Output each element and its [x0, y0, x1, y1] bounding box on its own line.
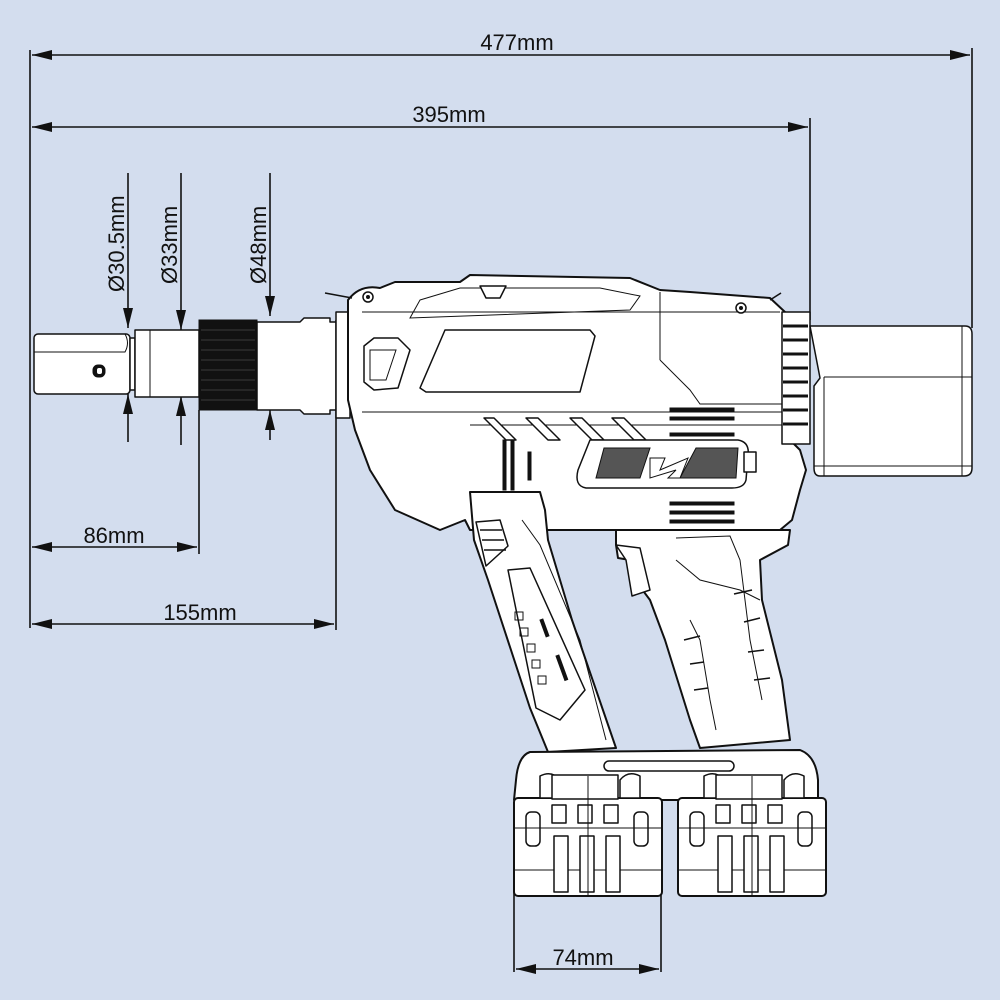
trigger: [615, 544, 651, 597]
nose-housing: [256, 311, 351, 419]
dimension-label-155: 155mm: [163, 600, 236, 625]
front-grip-guard: [469, 491, 617, 753]
dimension-anvil-length: 86mm: [32, 410, 200, 554]
dimension-overall-length: 477mm: [29, 30, 973, 628]
dimension-anvil-diameter: Ø30.5mm: [104, 173, 133, 442]
side-label-panel: [419, 329, 596, 393]
dimension-battery-width: 74mm: [513, 890, 662, 974]
dimension-shaft-diameter: Ø33mm: [157, 173, 186, 445]
dimension-label-30-5: Ø30.5mm: [104, 195, 129, 292]
dimension-body-length: 395mm: [32, 102, 811, 320]
knurled-collar: [198, 319, 258, 411]
dimension-label-395: 395mm: [412, 102, 485, 127]
battery-pack-left: [513, 773, 663, 897]
dimension-label-33: Ø33mm: [157, 206, 182, 284]
rear-cap: [781, 311, 973, 477]
dimension-label-48: Ø48mm: [246, 206, 271, 284]
dimension-label-477: 477mm: [480, 30, 553, 55]
square-drive-anvil: [33, 329, 200, 398]
main-handle: [615, 529, 791, 749]
dimension-nose-length: 155mm: [32, 320, 337, 630]
rear-housing-block: [809, 325, 973, 477]
dimension-collar-diameter: Ø48mm: [246, 173, 275, 440]
dimension-label-74: 74mm: [552, 945, 613, 970]
battery-pack-right: [677, 773, 827, 897]
brand-logo-mark: [576, 439, 757, 489]
front-button: [363, 337, 411, 391]
vent-slots: [483, 407, 735, 524]
dimension-label-86: 86mm: [83, 523, 144, 548]
main-housing: [324, 274, 807, 531]
